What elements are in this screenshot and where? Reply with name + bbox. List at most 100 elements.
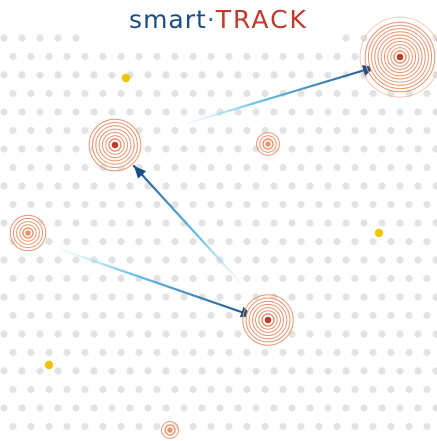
logo-separator: · bbox=[206, 5, 216, 34]
grid-dot bbox=[423, 163, 431, 172]
grid-dot bbox=[81, 422, 89, 431]
grid-dot bbox=[153, 237, 161, 246]
grid-dot bbox=[180, 108, 188, 116]
grid-dot bbox=[333, 126, 341, 135]
target-core bbox=[396, 53, 404, 61]
grid-dot bbox=[27, 385, 35, 394]
logo-smart-text: smart bbox=[129, 5, 207, 34]
grid-dot bbox=[135, 311, 143, 320]
grid-dot bbox=[18, 34, 26, 42]
grid-dot bbox=[54, 219, 62, 227]
target-ring bbox=[262, 138, 274, 150]
grid-dot bbox=[0, 34, 8, 42]
grid-dot bbox=[234, 404, 242, 412]
grid-dot bbox=[144, 404, 152, 412]
grid-dot bbox=[261, 163, 269, 172]
grid-dot bbox=[63, 200, 71, 209]
target-ring bbox=[255, 307, 281, 333]
grid-dot bbox=[180, 367, 188, 375]
grid-dot bbox=[207, 274, 215, 283]
grid-dot bbox=[81, 237, 89, 246]
grid-dot bbox=[342, 108, 350, 116]
grid-dot bbox=[18, 182, 26, 190]
grid-dot bbox=[342, 34, 350, 42]
grid-dot bbox=[234, 108, 242, 116]
grid-dot bbox=[288, 404, 296, 412]
grid-dot bbox=[81, 348, 89, 357]
grid-dot bbox=[279, 52, 287, 61]
logo-track-text: TRACK bbox=[215, 5, 308, 34]
grid-dot bbox=[387, 274, 395, 283]
target-ring bbox=[88, 118, 142, 172]
grid-dot bbox=[270, 182, 278, 190]
grid-dot bbox=[144, 293, 152, 301]
grid-dot bbox=[306, 182, 314, 190]
grid-dot bbox=[189, 163, 197, 172]
grid-dot bbox=[153, 89, 161, 98]
grid-dot bbox=[207, 163, 215, 172]
grid-dot bbox=[189, 422, 197, 431]
grid-dot bbox=[198, 71, 206, 79]
grid-dot bbox=[414, 367, 422, 375]
grid-dot bbox=[279, 274, 287, 283]
grid-dot bbox=[369, 200, 377, 209]
grid-dot bbox=[324, 293, 332, 301]
grid-dot bbox=[225, 274, 233, 283]
grid-dot bbox=[54, 182, 62, 190]
grid-dot bbox=[369, 163, 377, 172]
grid-dot bbox=[63, 348, 71, 357]
grid-dot bbox=[225, 311, 233, 320]
grid-dot bbox=[90, 293, 98, 301]
grid-dot bbox=[405, 422, 413, 431]
grid-dot bbox=[270, 404, 278, 412]
grid-dot bbox=[27, 200, 35, 209]
grid-dot bbox=[117, 422, 125, 431]
grid-dot bbox=[27, 422, 35, 431]
grid-dot bbox=[144, 330, 152, 338]
grid-dot bbox=[117, 311, 125, 320]
grid-dot bbox=[396, 330, 404, 338]
grid-dot bbox=[360, 330, 368, 338]
grid-dot bbox=[144, 367, 152, 375]
grid-dot bbox=[243, 422, 251, 431]
grid-dot bbox=[153, 422, 161, 431]
grid-dot bbox=[63, 52, 71, 61]
grid-dot bbox=[198, 256, 206, 264]
grid-dot bbox=[315, 52, 323, 61]
grid-dot bbox=[162, 367, 170, 375]
grid-dot bbox=[243, 89, 251, 98]
grid-dot bbox=[297, 200, 305, 209]
grid-dot bbox=[0, 256, 8, 264]
grid-dot bbox=[108, 71, 116, 79]
grid-dot bbox=[279, 422, 287, 431]
grid-dot bbox=[216, 219, 224, 227]
grid-dot bbox=[54, 34, 62, 42]
grid-dot bbox=[180, 145, 188, 153]
grid-dot bbox=[171, 274, 179, 283]
grid-dot bbox=[207, 348, 215, 357]
grid-dot bbox=[387, 126, 395, 135]
yellow-marker-icon bbox=[121, 73, 131, 83]
grid-dot bbox=[225, 52, 233, 61]
movement-arrow-3 bbox=[60, 248, 255, 318]
grid-dot bbox=[0, 145, 8, 153]
grid-dot bbox=[45, 89, 53, 98]
grid-dot bbox=[54, 145, 62, 153]
grid-dot bbox=[135, 385, 143, 394]
arrow-head-icon bbox=[134, 166, 147, 179]
grid-dot bbox=[99, 89, 107, 98]
grid-dot bbox=[279, 163, 287, 172]
grid-dot bbox=[72, 145, 80, 153]
grid-dot bbox=[315, 163, 323, 172]
grid-dot bbox=[360, 367, 368, 375]
grid-dot bbox=[351, 348, 359, 357]
markers-layer bbox=[44, 73, 384, 370]
target-small-center bbox=[256, 132, 280, 156]
grid-dot bbox=[207, 237, 215, 246]
grid-dot bbox=[261, 422, 269, 431]
grid-dot bbox=[243, 163, 251, 172]
grid-dot bbox=[162, 219, 170, 227]
grid-dot bbox=[81, 126, 89, 135]
grid-dot bbox=[63, 274, 71, 283]
grid-dot bbox=[90, 108, 98, 116]
